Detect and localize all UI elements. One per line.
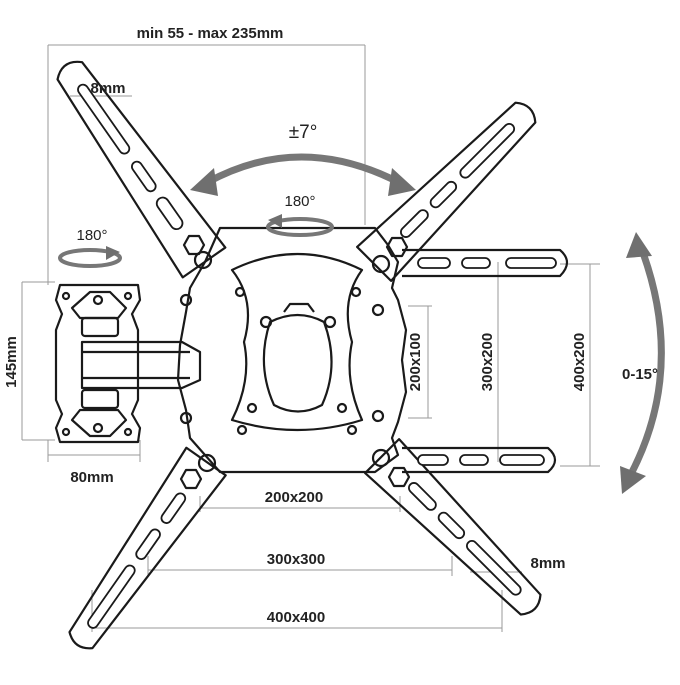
rotation-arrows	[58, 153, 665, 494]
dimension-lines	[21, 44, 600, 632]
arm-reach-label: min 55 - max 235mm	[137, 25, 284, 42]
vesa-300x300-label: 300x300	[267, 551, 325, 568]
plate-width-label: 80mm	[70, 469, 113, 486]
swivel-wall-label: 180°	[76, 227, 107, 244]
vesa-200x100-label: 200x100	[407, 333, 424, 391]
plate-height-label: 145mm	[3, 336, 20, 388]
vesa-200x200-label: 200x200	[265, 489, 323, 506]
vesa-400x400-label: 400x400	[267, 609, 325, 626]
center-plate	[176, 226, 408, 474]
bolts	[179, 234, 411, 490]
slot-width-bottom-label: 8mm	[530, 555, 565, 572]
tilt-vertical-label: 0-15°	[622, 366, 658, 383]
mount-arms	[56, 60, 569, 650]
vesa-300x200-label: 300x200	[479, 333, 496, 391]
tilt-side-label: ±7°	[289, 122, 318, 143]
wall-plate	[54, 283, 202, 444]
slot-width-top-label: 8mm	[90, 80, 125, 97]
swivel-center-label: 180°	[284, 193, 315, 210]
vesa-400x200-label: 400x200	[571, 333, 588, 391]
